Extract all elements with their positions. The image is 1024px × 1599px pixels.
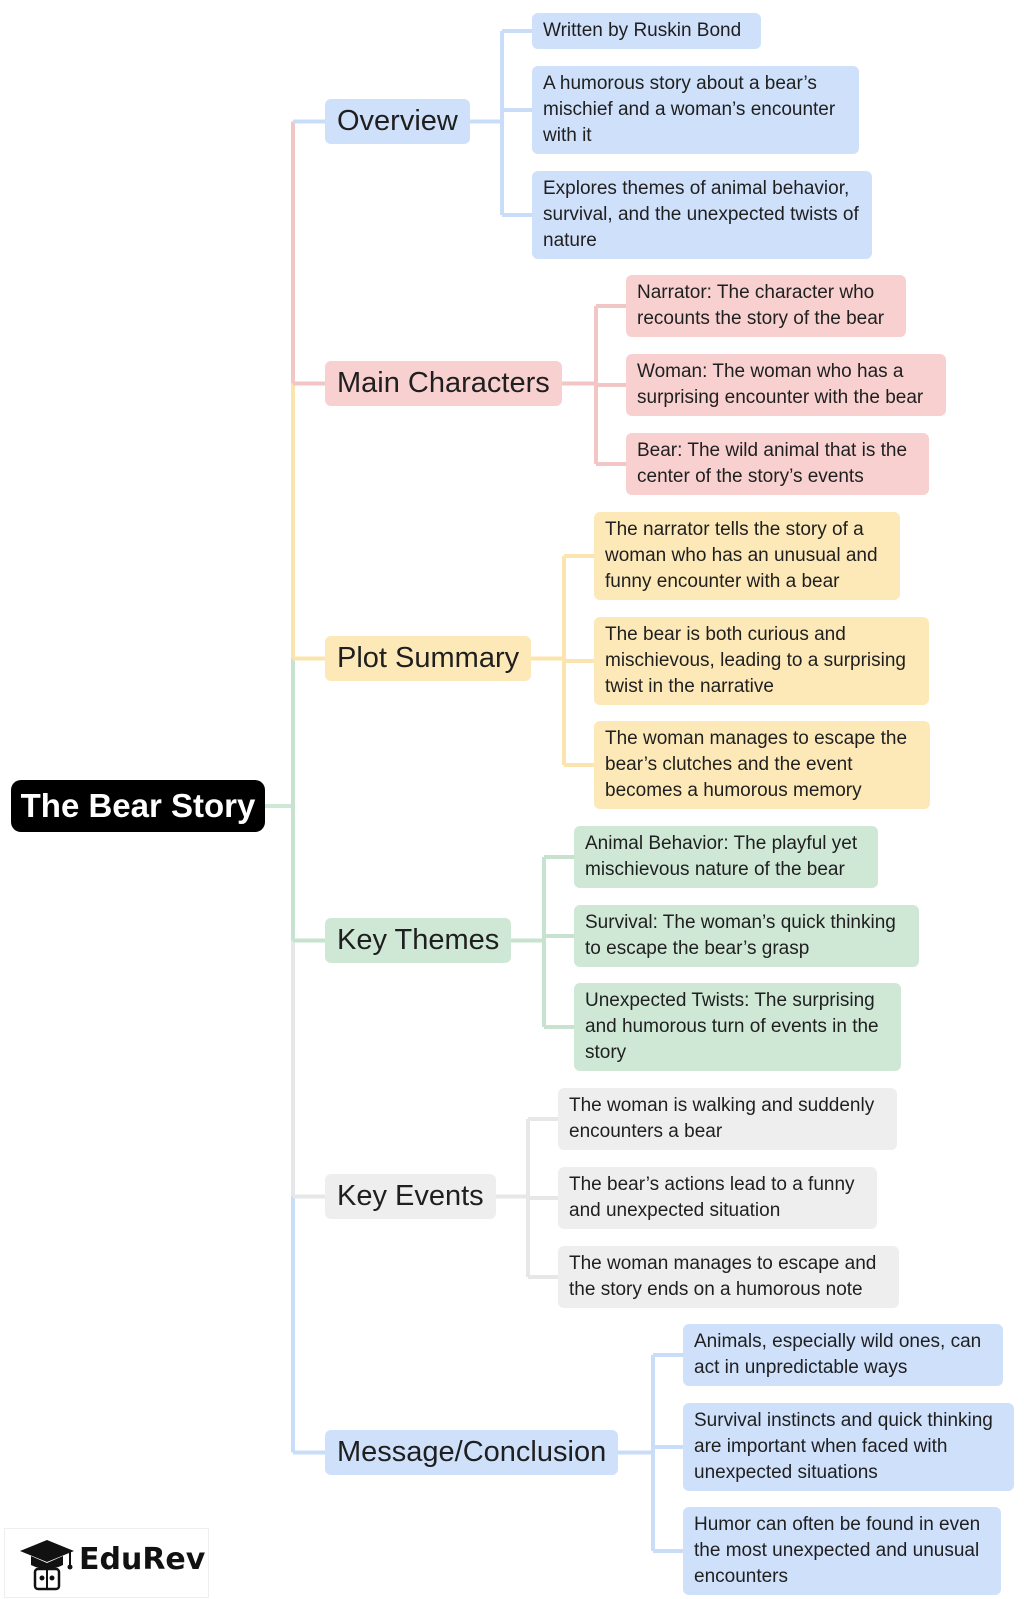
character-item: Narrator: The character who recounts the…: [626, 275, 906, 337]
event-item: The bear’s actions lead to a funny and u…: [558, 1167, 877, 1229]
message-item: Humor can often be found in even the mos…: [683, 1507, 1001, 1595]
plot-item: The woman manages to escape the bear’s c…: [594, 721, 930, 809]
branch-plot-summary: Plot Summary: [325, 636, 532, 681]
character-item: Bear: The wild animal that is the center…: [626, 433, 929, 495]
overview-item: A humorous story about a bear’s mischief…: [532, 66, 859, 154]
overview-item: Explores themes of animal behavior, surv…: [532, 171, 872, 259]
brand-name: EduRev: [79, 1542, 206, 1577]
branch-message-conclusion: Message/Conclusion: [325, 1430, 619, 1475]
theme-item: Animal Behavior: The playful yet mischie…: [574, 826, 878, 888]
graduation-cap-icon: [20, 1540, 74, 1591]
root-topic: The Bear Story: [11, 780, 265, 832]
message-item: Animals, especially wild ones, can act i…: [683, 1324, 1003, 1386]
branch-main-characters: Main Characters: [325, 361, 562, 406]
plot-item: The bear is both curious and mischievous…: [594, 617, 929, 705]
branch-key-events: Key Events: [325, 1174, 496, 1219]
message-item: Survival instincts and quick thinking ar…: [683, 1403, 1014, 1491]
branch-key-themes: Key Themes: [325, 918, 512, 963]
event-item: The woman manages to escape and the stor…: [558, 1246, 899, 1308]
character-item: Woman: The woman who has a surprising en…: [626, 354, 946, 416]
theme-item: Unexpected Twists: The surprising and hu…: [574, 983, 901, 1071]
branch-overview: Overview: [325, 99, 470, 144]
overview-item: Written by Ruskin Bond: [532, 13, 761, 49]
edurev-logo: EduRev: [4, 1528, 209, 1598]
theme-item: Survival: The woman’s quick thinking to …: [574, 905, 919, 967]
plot-item: The narrator tells the story of a woman …: [594, 512, 900, 600]
event-item: The woman is walking and suddenly encoun…: [558, 1088, 897, 1150]
